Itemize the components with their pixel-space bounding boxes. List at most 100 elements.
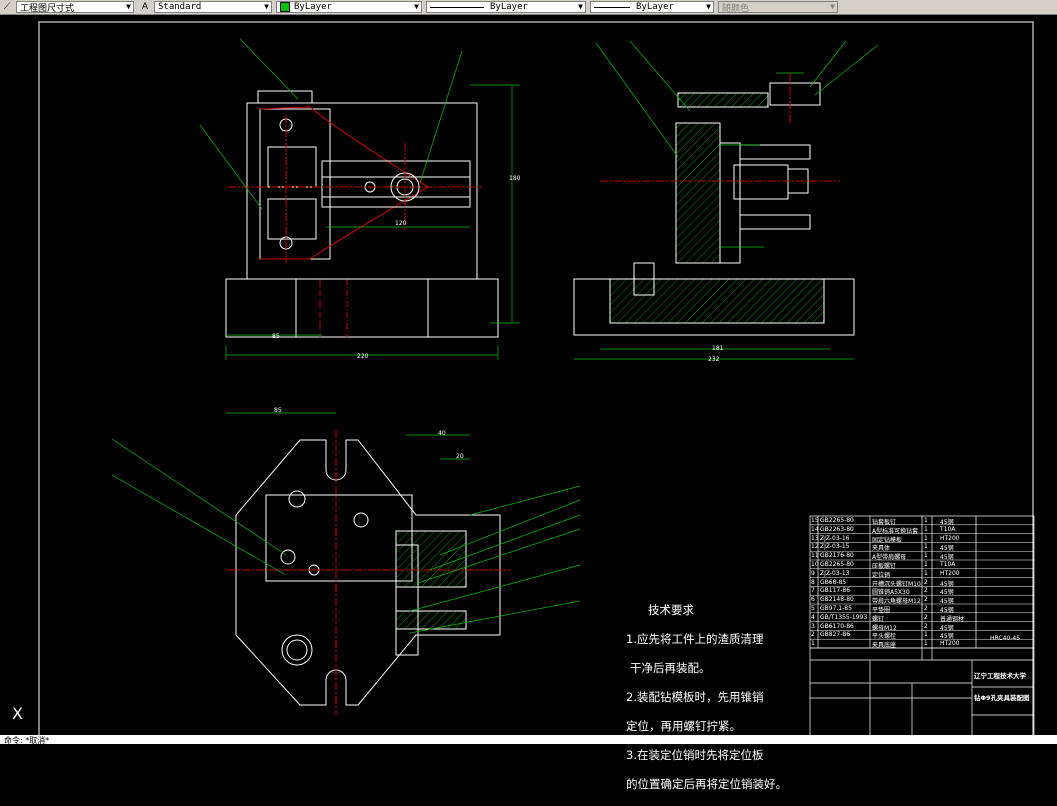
plotstyle-value: 随颜色	[722, 3, 750, 14]
chevron-down-icon: ▼	[126, 2, 131, 11]
chevron-down-icon: ▼	[578, 2, 583, 11]
parts-cell-code: GB2265-80	[820, 561, 854, 568]
parts-cell-code: GB/T1355-1993	[820, 613, 868, 621]
parts-cell-mat: HT200	[940, 534, 960, 542]
top-view	[228, 430, 510, 715]
textstyle-value: Standard	[158, 2, 202, 12]
parts-cell-code: GB68-85	[820, 578, 847, 586]
parts-cell-name: 带肩六角螺母M12	[872, 598, 921, 606]
chevron-down-icon: ▼	[706, 2, 711, 11]
parts-cell-mat: T10A	[940, 525, 956, 533]
parts-cell-code: GB6170-86	[820, 622, 854, 630]
parts-cell-code: GB2265-80	[820, 517, 854, 524]
parts-cell-name: 定位销	[872, 571, 891, 579]
parts-cell-qty: 2	[924, 587, 928, 595]
parts-cell-no: 6	[811, 596, 815, 604]
lineweight-select[interactable]: ByLayer ▼	[590, 1, 714, 13]
parts-cell-mat: 45钢	[940, 554, 954, 562]
parts-cell-no: 5	[811, 605, 815, 612]
parts-cell-mat: T10A	[940, 561, 956, 568]
dim-220: 220	[357, 353, 369, 360]
dim-181: 181	[712, 345, 724, 352]
parts-cell-qty: 1	[924, 543, 928, 551]
dim-180: 180	[509, 175, 521, 182]
parts-cell-qty: 2	[924, 622, 928, 630]
parts-list-rows	[810, 524, 1034, 649]
parts-cell-qty: 1	[924, 569, 928, 577]
parts-cell-no: 7	[811, 587, 815, 595]
parts-cell-no: 8	[811, 578, 815, 586]
parts-cell-mat: HT200	[940, 569, 960, 577]
parts-cell-no: 13	[811, 534, 819, 542]
plotstyle-select[interactable]: 随颜色 ▼	[718, 1, 838, 14]
parts-cell-qty: 2	[924, 578, 928, 586]
parts-cell-qty: 2	[924, 596, 928, 604]
parts-cell-mat: 45钢	[940, 607, 954, 614]
parts-cell-name: 平头螺栓	[872, 633, 897, 641]
parts-cell-name: A型标准可换钻套	[872, 527, 919, 535]
parts-cell-name: A型带肩螺母	[872, 554, 907, 562]
side-view-dims	[574, 40, 879, 360]
parts-cell-code: GB97.1-85	[820, 605, 852, 612]
parts-cell-name: 圆锥销A5X30	[872, 589, 910, 597]
dimstyle-select[interactable]: 工程图尺寸式 ▼	[16, 1, 134, 14]
parts-cell-name: 平垫圈	[872, 607, 891, 614]
parts-cell-name: 夹具体	[872, 545, 891, 553]
parts-cell-qty: 2	[924, 605, 928, 612]
parts-cell-no: 12	[811, 543, 819, 551]
parts-cell-code: ZJZ-03-13	[820, 569, 850, 577]
chevron-down-icon: ▼	[414, 2, 419, 11]
dim-232: 232	[708, 356, 720, 363]
side-view	[573, 73, 855, 336]
command-line[interactable]: 命令: *取消*	[0, 735, 1057, 744]
front-view-dims	[199, 38, 520, 360]
hardness-note: HRC40-45	[990, 635, 1021, 642]
lineweight-value: ByLayer	[636, 2, 674, 12]
parts-cell-mat: 普通钢材	[940, 615, 965, 623]
dim-85-top: 85	[274, 407, 282, 414]
dim-20: 20	[456, 453, 464, 460]
parts-cell-name: 钻套板钉	[872, 519, 897, 526]
parts-cell-qty: 1	[924, 640, 928, 648]
parts-cell-qty: 1	[924, 561, 928, 568]
parts-cell-qty: 1	[924, 552, 928, 560]
parts-cell-name: 螺母M12	[872, 624, 897, 632]
tech-line-5: 3.在装定位销时先将定位板	[626, 747, 764, 762]
parts-cell-mat: 45钢	[940, 624, 954, 632]
school-name: 辽宁工程技术大学	[974, 672, 1026, 680]
parts-cell-name: 开槽沉头螺钉M10	[872, 580, 921, 588]
linetype-select[interactable]: ByLayer ▼	[426, 1, 586, 13]
dim-85: 85	[272, 333, 280, 340]
tech-line-1: 1.应先将工件上的渣质清理	[626, 631, 764, 646]
dimstyle-icon[interactable]: ⟋	[3, 2, 11, 12]
properties-toolbar: ⟋ 工程图尺寸式▼ A Standard▼ ByLayer▼ ByLayer▼ …	[0, 0, 1057, 15]
parts-cell-name: 压板螺钉	[872, 563, 897, 570]
parts-cell-no: 14	[811, 525, 819, 533]
tech-line-4: 定位，再用螺钉拧紧。	[626, 718, 741, 733]
parts-cell-code: GB827-86	[820, 631, 851, 639]
drawing-name: 钻Φ9孔夹具装配图	[974, 694, 1030, 702]
parts-cell-mat: 45钢	[940, 598, 954, 606]
parts-cell-no: 3	[811, 622, 815, 630]
parts-cell-code: GB2176-80	[820, 552, 854, 560]
top-view-dims	[111, 412, 581, 634]
textstyle-select[interactable]: Standard ▼	[154, 1, 272, 13]
parts-cell-no: 1	[811, 640, 815, 648]
parts-cell-mat: 45钢	[940, 545, 954, 553]
color-swatch	[280, 2, 290, 12]
chevron-down-icon: ▼	[264, 2, 269, 11]
linetype-value: ByLayer	[490, 2, 528, 12]
linetype-sample	[430, 6, 484, 8]
textstyle-icon[interactable]: A	[141, 2, 149, 12]
parts-cell-no: 10	[811, 561, 819, 568]
parts-cell-code: GB2148-80	[820, 596, 854, 604]
ucs-icon: X	[12, 704, 23, 723]
parts-cell-mat: 45钢	[940, 519, 954, 526]
dimstyle-value: 工程图尺寸式	[20, 3, 75, 14]
parts-cell-mat: 45钢	[940, 633, 954, 641]
parts-cell-qty: 2	[924, 613, 928, 621]
chevron-down-icon: ▼	[830, 2, 835, 11]
parts-cell-no: 15	[811, 517, 819, 524]
layer-select[interactable]: ByLayer▼	[276, 1, 422, 13]
